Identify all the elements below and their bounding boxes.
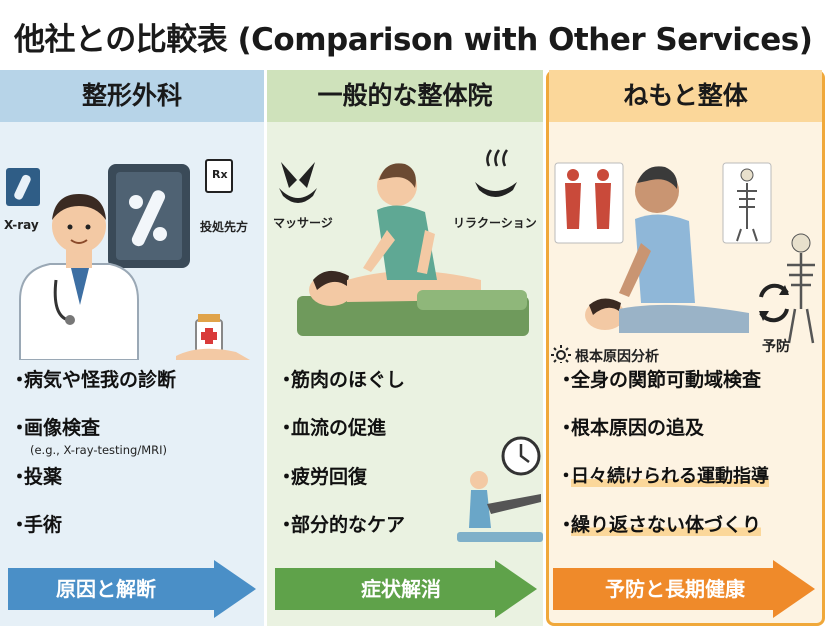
svg-text:Rx: Rx — [212, 168, 228, 181]
assessment-illustration — [551, 162, 815, 363]
list-item: ・日々続けられる運動指導 — [557, 466, 769, 487]
list-item: ・筋肉のほぐし — [277, 369, 406, 391]
outcome-arrow: 原因と解断 — [8, 560, 256, 618]
clock-icon — [501, 436, 541, 476]
column-general-clinic: 一般的な整体院 — [267, 70, 543, 626]
outcome-label: 予防と長期健康 — [605, 577, 745, 601]
list-item: ・投薬 — [10, 466, 63, 488]
prevention-label: 予防 — [762, 339, 790, 355]
outcome-arrow: 症状解消 — [275, 560, 537, 618]
outcome-arrow: 予防と長期健康 — [553, 560, 815, 618]
therapist-figure — [619, 166, 695, 303]
analysis-icon — [551, 345, 571, 363]
column-orthopedics: 整形外科 Rx — [0, 70, 264, 626]
list-item: ・血流の促進 — [277, 417, 387, 439]
patient-figure — [585, 298, 749, 333]
list-item: ・手術 — [10, 514, 63, 536]
column-header: ねもと整体 — [549, 70, 822, 122]
page-title: 他社との比較表 (Comparison with Other Services) — [14, 22, 813, 58]
xray-monitor-icon — [108, 164, 190, 268]
list-item: ・根本原因の追及 — [557, 417, 705, 439]
doctor-illustration: Rx — [6, 159, 250, 360]
muscle-chart-icon — [554, 162, 624, 244]
list-item: ・画像検査 — [10, 417, 101, 439]
patient-figure — [309, 270, 527, 310]
massage-illustration — [279, 149, 529, 336]
xray-icon — [6, 168, 40, 206]
prescription-icon: Rx — [205, 159, 233, 193]
prevention-cycle-icon — [759, 283, 789, 323]
imaging-sub-note: (e.g., X-ray-testing/MRI) — [30, 443, 168, 457]
list-item: ・繰り返さない体づくり — [557, 514, 762, 536]
prescription-label: 投処先方 — [200, 220, 249, 234]
column-nemoto: ねもと整体 — [546, 70, 825, 626]
list-item: ・全身の関節可動域検査 — [557, 369, 762, 391]
general-clinic-illustration: マッサージ リラクーション — [267, 130, 543, 360]
list-item: ・病気や怪我の診断 — [10, 369, 177, 391]
outcome-label: 原因と解断 — [56, 577, 156, 601]
stretching-illustration — [457, 436, 543, 542]
relaxation-hands-icon — [475, 149, 517, 197]
medicine-bottle-icon — [176, 314, 250, 360]
relaxation-label: リラクーション — [453, 216, 537, 230]
nemoto-illustration: 根本原因分析 予防 — [549, 133, 822, 365]
list-item: ・部分的なケア — [277, 514, 406, 536]
xray-label: X-ray — [4, 218, 39, 232]
column-header: 整形外科 — [0, 70, 264, 122]
skeleton-chart-icon — [722, 162, 815, 344]
doctor-figure — [19, 194, 139, 360]
massage-label: マッサージ — [273, 216, 333, 230]
therapist-figure — [363, 163, 437, 280]
column-header: 一般的な整体院 — [267, 70, 543, 122]
orthopedics-illustration: Rx X-ra — [0, 130, 264, 360]
list-item: ・疲労回復 — [277, 466, 368, 488]
massage-hands-icon — [279, 162, 317, 203]
root-cause-label: 根本原因分析 — [575, 349, 659, 365]
outcome-label: 症状解消 — [361, 577, 441, 601]
